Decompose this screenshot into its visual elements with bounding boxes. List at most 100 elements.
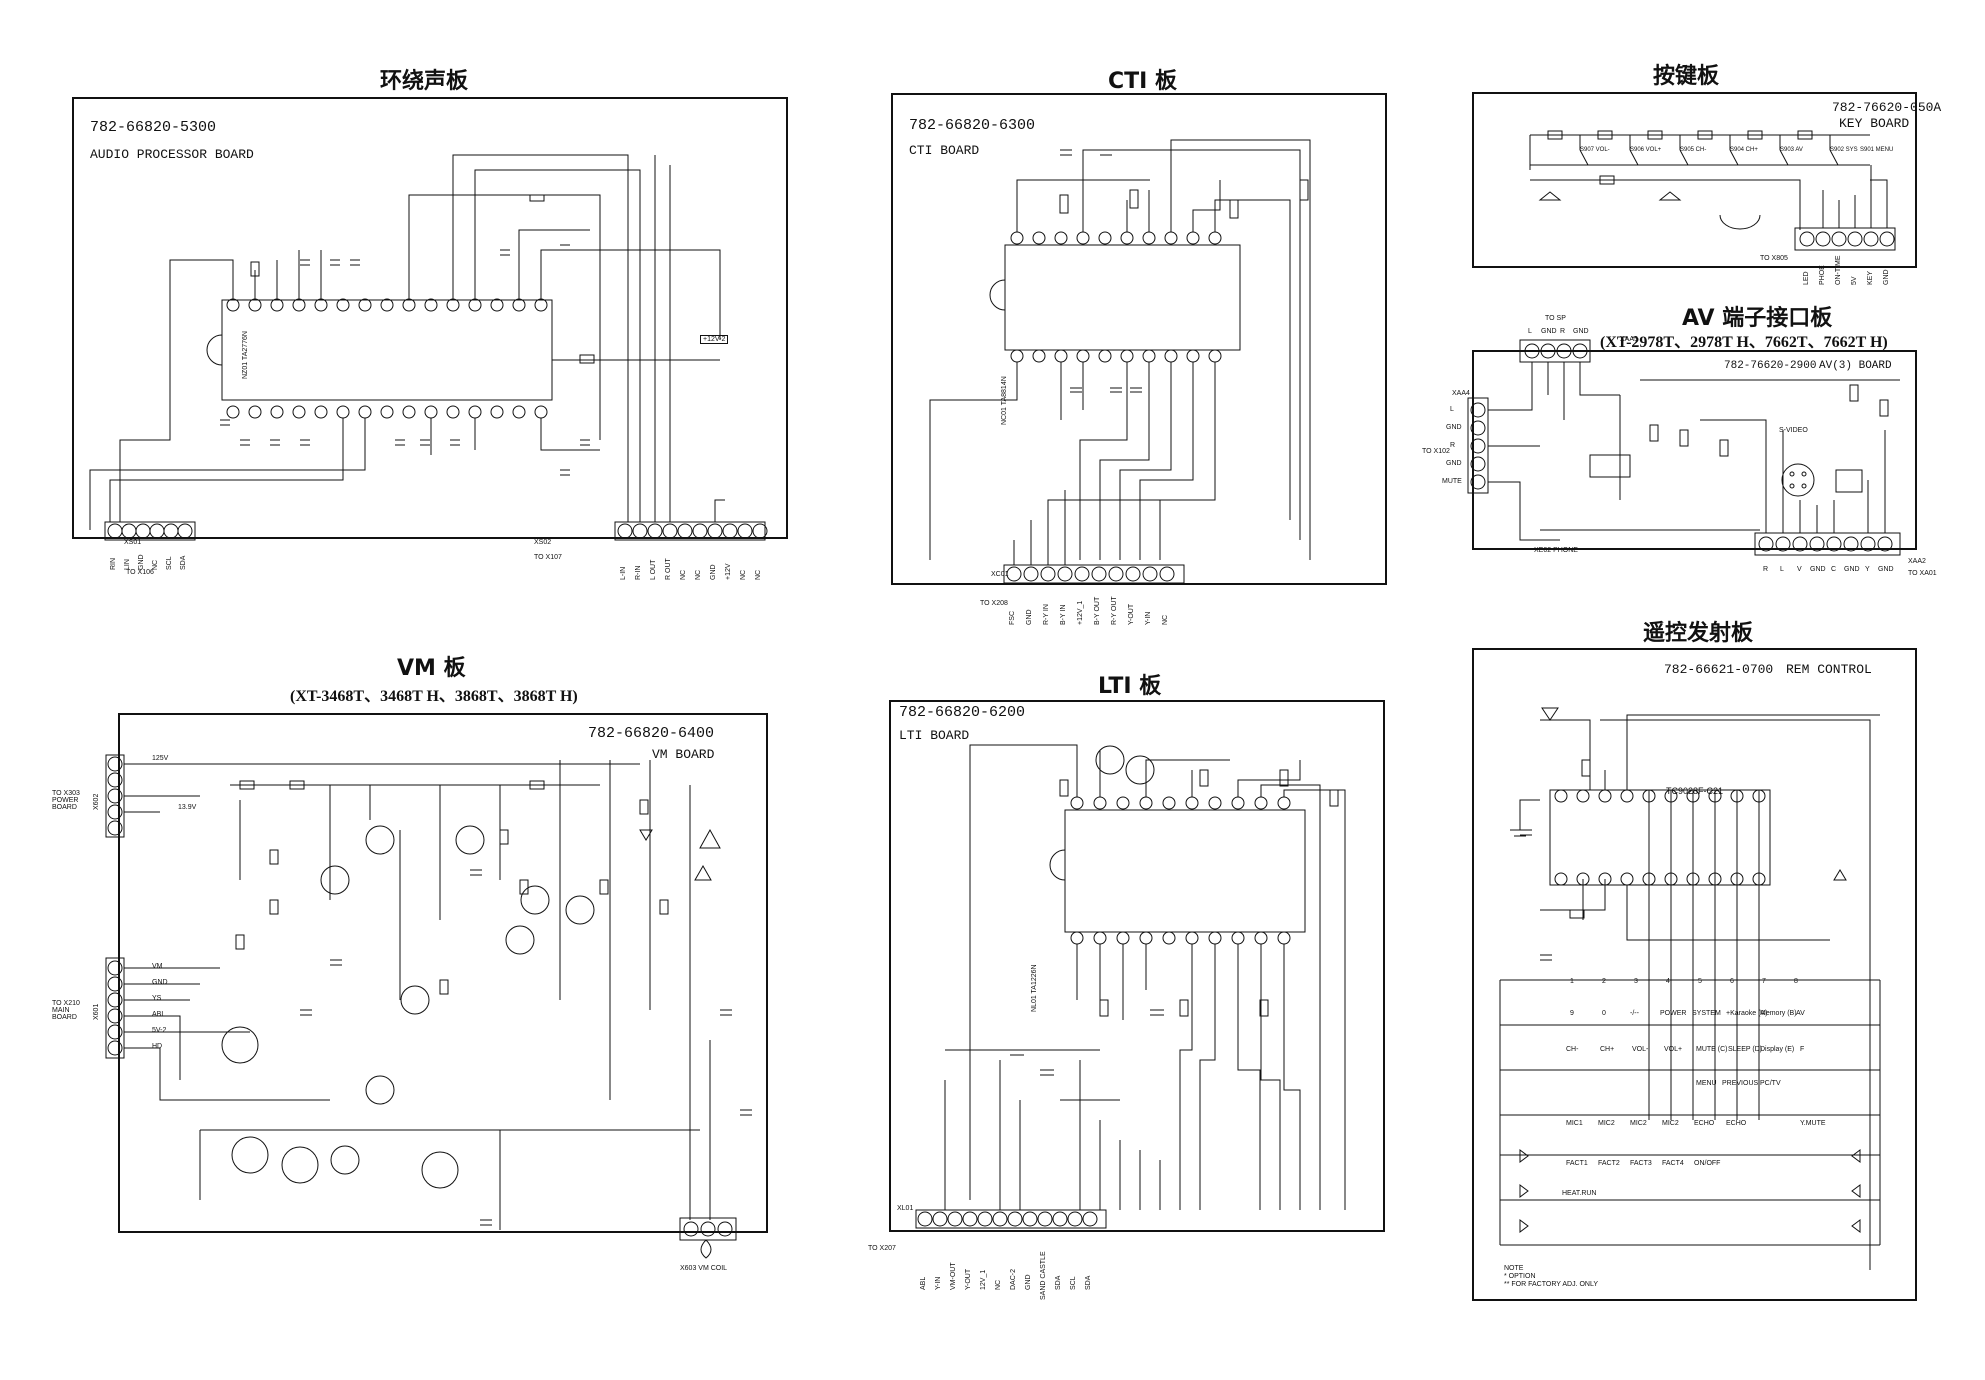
remote-key-label: FACT4 [1662, 1160, 1684, 1167]
audio-board-title: 环绕声板 [380, 69, 469, 94]
pin-label: LED [1803, 271, 1810, 285]
pin-label: R-Y OUT [1111, 596, 1118, 625]
vm-board-subtitle: (XT-3468T、3468T H、3868T、3868T H) [290, 688, 578, 705]
switch-label: S907 VOL- [1580, 147, 1610, 153]
remote-key-label: CH+ [1600, 1046, 1615, 1053]
remote-key-label: VOL- [1632, 1046, 1649, 1053]
note-factory: ** FOR FACTORY ADJ. ONLY [1504, 1281, 1599, 1288]
pin-label: GND [1844, 566, 1860, 573]
remote-key-label: MIC2 [1598, 1120, 1615, 1127]
pin-label: GND [1878, 566, 1894, 573]
pin-label: L [1528, 328, 1532, 335]
remote-key-label: PC/TV [1760, 1080, 1781, 1087]
switch-label: S905 CH- [1680, 147, 1707, 153]
pin-label: VM [152, 963, 163, 970]
pin-label: GND [1883, 269, 1890, 285]
pin-label: 12V_1 [980, 1269, 987, 1290]
pin-label: R [1450, 442, 1456, 449]
remote-key-label: FACT2 [1598, 1160, 1620, 1167]
cti-board-title: CTI 板 [1108, 69, 1177, 94]
pin-label: SCL [1070, 1276, 1077, 1290]
part-number: 782-66820-6400 [588, 725, 715, 742]
pin-label: ON-TIME [1835, 255, 1842, 285]
remote-key-label: ON/OFF [1694, 1160, 1721, 1167]
pin-label: Y-OUT [965, 1268, 972, 1290]
part-number: 782-76620-050A [1832, 100, 1942, 115]
pin-label: R [1763, 566, 1769, 573]
remote-key-label: MIC2 [1662, 1120, 1679, 1127]
pin-label: VM-OUT [950, 1262, 957, 1290]
pin-label: KEY [1867, 270, 1874, 285]
vm-board-title: VM 板 [397, 656, 466, 681]
remote-key-label: MUTE (C) [1696, 1046, 1728, 1053]
cti-board: 782-66820-6300 CTI BOARD NC01 TA8814N XC… [891, 93, 1387, 585]
lti-board: 782-66820-6200 LTI BOARD NL01 TA1226N XL… [889, 700, 1385, 1232]
remote-key-label: ECHO [1694, 1120, 1715, 1127]
part-number: 782-66621-0700 [1664, 662, 1774, 677]
pin-label: NC [680, 569, 687, 580]
pin-label: ABL [152, 1011, 166, 1018]
supply-label: +12V-2 [700, 335, 729, 344]
remote-key-label: MENU [1696, 1080, 1717, 1087]
remote-key-label: VOL+ [1664, 1046, 1683, 1053]
remote-key-label: 8 [1794, 978, 1798, 985]
connector-destination: TO XA01 [1908, 570, 1937, 577]
note-option: * OPTION [1504, 1273, 1536, 1280]
connector-destination: TO X107 [534, 554, 562, 561]
remote-key-label: 4 [1666, 978, 1670, 985]
pin-label: 5V-2 [152, 1027, 167, 1034]
av-board-subtitle: (XT-2978T、2978T H、7662T、7662T H) [1600, 334, 1888, 351]
pin-label: NC [995, 1279, 1002, 1290]
pin-label: YS [152, 995, 162, 1002]
board-name: AV(3) BOARD [1819, 360, 1892, 372]
pin-label: Y-IN [935, 1276, 942, 1290]
remote-key-label: +Karaoke (A) [1726, 1010, 1768, 1017]
pin-label: R-IN [635, 565, 642, 580]
remote-key-label: 1 [1570, 978, 1574, 985]
key-board-title: 按键板 [1653, 64, 1720, 89]
pin-label: SDA [180, 555, 187, 570]
pin-label: GND [138, 554, 145, 570]
pin-label: NC [695, 569, 702, 580]
pin-label: SDA [1085, 1275, 1092, 1290]
remote-key-label: Memory (B) [1760, 1010, 1797, 1017]
remote-key-label: MIC2 [1630, 1120, 1647, 1127]
connector-label: X601 [93, 1003, 100, 1020]
pin-label: GND [1446, 424, 1462, 431]
connector-label: XAA2 [1908, 558, 1926, 565]
board-name: CTI BOARD [909, 143, 980, 158]
pin-label: +12V_1 [1077, 600, 1084, 625]
pin-label: NC [152, 559, 159, 570]
pin-label: GND [1573, 328, 1589, 335]
ic-label: NZ01 TA2776N [242, 331, 249, 379]
board-name: LTI BOARD [899, 728, 970, 743]
pin-label: Y-IN [1145, 611, 1152, 625]
pin-label: C [1831, 566, 1837, 573]
remote-key-label: PREVIOUS [1722, 1080, 1759, 1087]
connector-label: X602 [93, 793, 100, 810]
pin-label: LIN [124, 559, 131, 570]
pin-label: GND [1810, 566, 1826, 573]
pin-label: MUTE [1442, 478, 1462, 485]
connector-destination: TO X805 [1760, 255, 1788, 262]
pin-label: GND [1541, 328, 1557, 335]
remote-key-label: AV [1796, 1010, 1805, 1017]
pin-label: SAND CASTLE [1040, 1251, 1047, 1300]
pin-label: B-Y OUT [1094, 596, 1101, 625]
ic-label: NL01 TA1226N [1031, 964, 1038, 1012]
phone-label: XE02 PHONE [1534, 547, 1578, 554]
board-name: KEY BOARD [1839, 116, 1910, 131]
remote-key-label: SLEEP (D) [1728, 1046, 1763, 1053]
pin-label: L [1780, 566, 1784, 573]
remote-key-label: F [1800, 1046, 1805, 1053]
board-name: VM BOARD [652, 747, 715, 762]
audio-processor-board: 782-66820-5300 AUDIO PROCESSOR BOARD NZ0… [72, 97, 788, 576]
pin-label: GND [152, 979, 168, 986]
remote-key-label: CH- [1566, 1046, 1579, 1053]
pin-label: PHOE [1819, 265, 1826, 285]
remote-key-label: FACT3 [1630, 1160, 1652, 1167]
connector-label: XC01 [991, 571, 1009, 578]
part-number: 782-66820-5300 [90, 119, 217, 136]
remote-key-label: SYSTEM [1692, 1010, 1721, 1017]
coil-label: X603 VM COIL [680, 1265, 728, 1272]
